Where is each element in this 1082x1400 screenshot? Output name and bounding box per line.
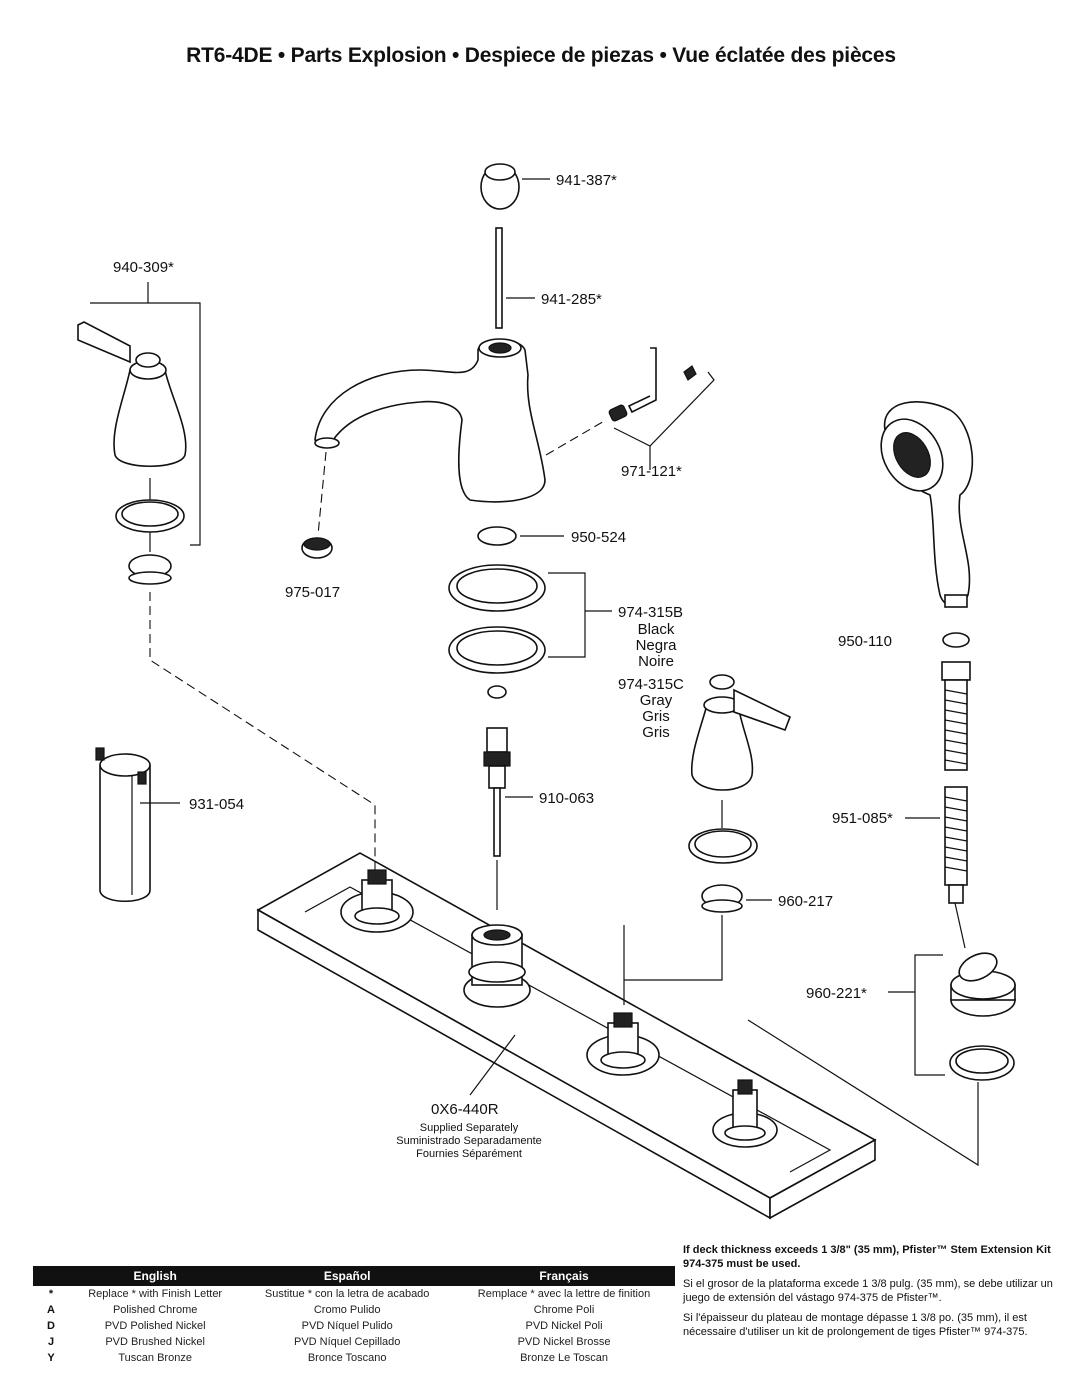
label-940-309: 940-309* — [113, 259, 174, 276]
label-974-315B-color-en: Black — [638, 621, 675, 638]
hose-951-085 — [905, 661, 971, 904]
parts-explosion-diagram: 941-387* 941-285* 940-309* 971-121* 950-… — [77, 163, 1016, 1220]
label-974-315C-color-es: Gris — [642, 708, 670, 725]
table-row: D PVD Polished Nickel PVD Níquel Pulido … — [33, 1318, 675, 1334]
finish-code: A — [47, 1303, 55, 1316]
label-974-315C: 974-315C — [618, 676, 684, 693]
label-974-315B: 974-315B — [618, 604, 683, 621]
finish-en: Polished Chrome — [112, 1303, 198, 1316]
spout — [314, 338, 546, 503]
finish-en: PVD Brushed Nickel — [105, 1335, 205, 1348]
finish-es: Bronce Toscano — [307, 1351, 387, 1364]
finish-fr: Chrome Poli — [533, 1303, 595, 1316]
table-row: * Replace * with Finish Letter Sustitue … — [33, 1286, 675, 1302]
finish-es: Cromo Pulido — [313, 1303, 381, 1316]
holder-960-221 — [747, 902, 1016, 1167]
sleeve-931-054 — [95, 747, 180, 902]
label-0X6-440R-note-fr: Fournies Séparément — [416, 1148, 522, 1160]
deck-plate — [256, 852, 877, 1220]
header-espanol: Español — [241, 1266, 454, 1286]
right-handle-960-217 — [623, 674, 792, 1005]
aerator-975-017 — [301, 451, 333, 559]
deck-thickness-notes: If deck thickness exceeds 1 3/8" (35 mm)… — [683, 1243, 1053, 1345]
left-handle-940-309 — [77, 282, 376, 905]
label-950-524: 950-524 — [571, 529, 626, 546]
finish-code: D — [47, 1319, 55, 1332]
note-spanish: Si el grosor de la plataforma excede 1 3… — [683, 1278, 1053, 1304]
label-931-054: 931-054 — [189, 796, 244, 813]
label-0X6-440R-note-es: Suministrado Separadamente — [396, 1135, 542, 1147]
right-valve — [586, 1012, 660, 1076]
finish-fr: Remplace * avec la lettre de finition — [477, 1287, 651, 1300]
finish-fr: PVD Nickel Poli — [525, 1319, 603, 1332]
cap-941-387 — [480, 163, 550, 210]
label-941-387: 941-387* — [556, 172, 617, 189]
finish-table-header: English Español Français — [33, 1266, 675, 1286]
finish-en: Replace * with Finish Letter — [88, 1287, 223, 1300]
header-francais: Français — [453, 1266, 675, 1286]
finish-fr: PVD Nickel Brosse — [517, 1335, 611, 1348]
table-row: J PVD Brushed Nickel PVD Níquel Cepillad… — [33, 1334, 675, 1350]
gaskets-974-315 — [448, 564, 612, 674]
finish-table: English Español Français * Replace * wit… — [33, 1266, 675, 1366]
label-951-085: 951-085* — [832, 810, 893, 827]
finish-es: PVD Níquel Cepillado — [293, 1335, 401, 1348]
finish-es: PVD Níquel Pulido — [301, 1319, 393, 1332]
rod-941-285 — [495, 227, 535, 329]
note-english: If deck thickness exceeds 1 3/8" (35 mm)… — [683, 1244, 1051, 1270]
finish-fr: Bronze Le Toscan — [520, 1351, 608, 1364]
finish-code: * — [48, 1287, 54, 1300]
label-971-121: 971-121* — [621, 463, 682, 480]
oring-950-524 — [477, 526, 564, 546]
table-row: A Polished Chrome Cromo Pulido Chrome Po… — [33, 1302, 675, 1318]
label-0X6-440R: 0X6-440R — [431, 1101, 499, 1118]
label-960-221: 960-221* — [806, 985, 867, 1002]
note-french: Si l'épaisseur du plateau de montage dép… — [683, 1312, 1028, 1338]
finish-code: J — [47, 1335, 55, 1348]
small-oring — [487, 685, 507, 699]
center-diverter-body — [463, 924, 531, 1008]
label-974-315C-color-en: Gray — [640, 692, 673, 709]
left-valve — [340, 869, 414, 933]
label-950-110: 950-110 — [838, 633, 892, 650]
label-960-217: 960-217 — [778, 893, 833, 910]
finish-code: Y — [47, 1351, 55, 1364]
setscrew-kit-971-121 — [545, 347, 715, 470]
label-941-285: 941-285* — [541, 291, 602, 308]
valve-leader — [469, 1034, 516, 1096]
finish-en: Tuscan Bronze — [118, 1351, 192, 1364]
header-code — [33, 1266, 69, 1286]
label-974-315C-color-fr: Gris — [642, 724, 670, 741]
label-0X6-440R-note-en: Supplied Separately — [420, 1122, 519, 1134]
label-974-315B-color-fr: Noire — [638, 653, 674, 670]
table-row: Y Tuscan Bronze Bronce Toscano Bronze Le… — [33, 1350, 675, 1366]
diverter-910-063 — [483, 727, 533, 910]
label-975-017: 975-017 — [285, 584, 340, 601]
page-title: RT6-4DE • Parts Explosion • Despiece de … — [186, 44, 896, 67]
label-910-063: 910-063 — [539, 790, 594, 807]
label-974-315B-color-es: Negra — [636, 637, 678, 654]
header-english: English — [69, 1266, 242, 1286]
finish-es: Sustitue * con la letra de acabado — [264, 1287, 430, 1300]
finish-en: PVD Polished Nickel — [104, 1319, 206, 1332]
handshower-valve — [712, 1079, 778, 1148]
washer-950-110 — [942, 632, 970, 648]
handshower — [880, 401, 974, 608]
